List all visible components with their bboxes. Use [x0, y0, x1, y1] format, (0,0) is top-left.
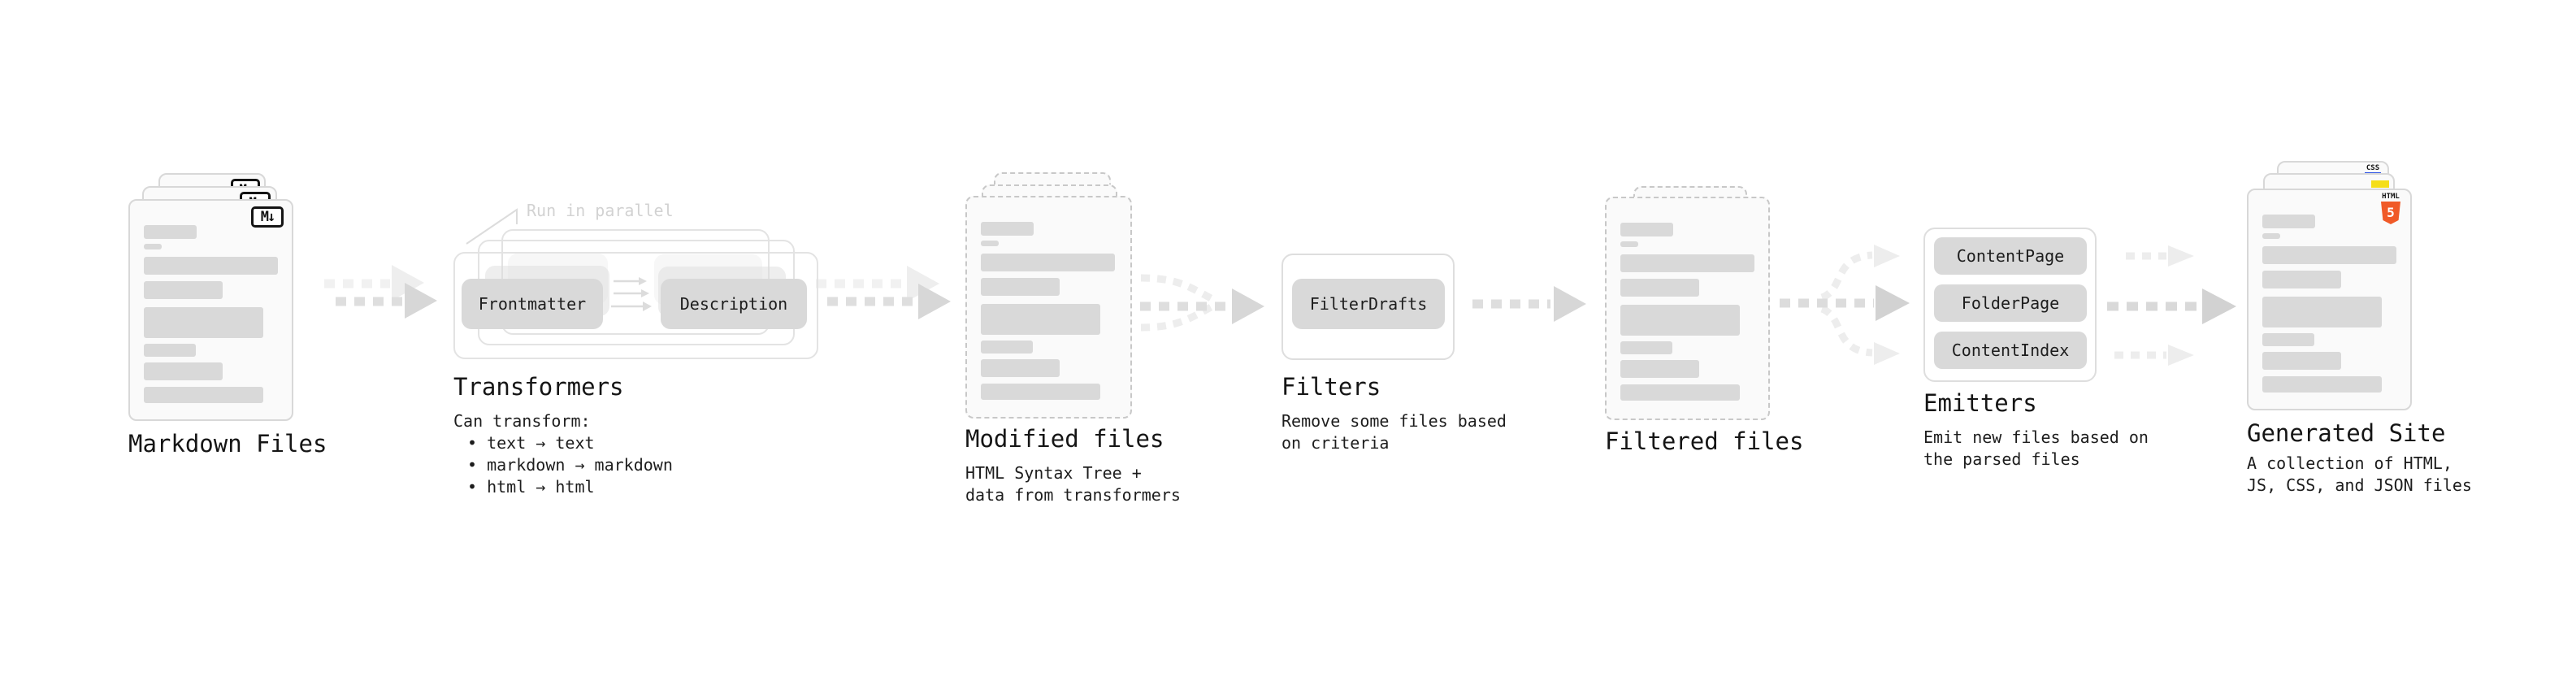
file-card-front: HTML 5	[2247, 189, 2412, 410]
arrow-transformers-to-modified	[816, 266, 951, 319]
desc-line: data from transformers	[965, 485, 1181, 505]
desc-line: • html → html	[467, 477, 595, 497]
desc-line: Remove some files based	[1281, 411, 1507, 431]
desc-line: HTML Syntax Tree +	[965, 463, 1142, 483]
arrow-emitters-to-generated	[2107, 245, 2236, 366]
placeholder-bar	[144, 257, 278, 275]
placeholder-bar	[981, 384, 1100, 400]
stage-title-filters: Filters	[1281, 373, 1381, 401]
placeholder-bar	[981, 254, 1115, 271]
html5-icon: HTML 5	[2379, 193, 2403, 224]
placeholder-bar	[981, 304, 1100, 335]
arrow-modified-to-filters	[1140, 274, 1264, 332]
desc-line: Emit new files based on	[1923, 427, 2149, 447]
placeholder-bar	[981, 222, 1034, 236]
content-index-box: ContentIndex	[1934, 332, 2087, 369]
markdown-icon: M↓	[251, 206, 284, 228]
stage-title-markdown-files: Markdown Files	[128, 430, 327, 458]
placeholder-bar	[1620, 223, 1673, 236]
file-card-front: M↓	[128, 199, 293, 421]
placeholder-bar	[1620, 360, 1699, 378]
transformer-container-front	[453, 252, 818, 359]
folder-page-box: FolderPage	[1934, 284, 2087, 322]
stage-title-filtered-files: Filtered files	[1605, 427, 1804, 455]
description-box: Description	[661, 279, 807, 329]
placeholder-bar	[2262, 271, 2341, 288]
arrow-filters-to-filtered	[1472, 286, 1586, 322]
content-page-box: ContentPage	[1934, 237, 2087, 275]
file-card-front	[1605, 197, 1770, 420]
placeholder-bar	[2262, 297, 2382, 327]
js-icon	[2371, 180, 2389, 188]
placeholder-bar	[144, 387, 263, 403]
file-card-front	[965, 196, 1132, 419]
placeholder-bar	[2262, 215, 2315, 228]
desc-line: Can transform:	[453, 411, 591, 431]
stage-desc-modified-files: HTML Syntax Tree + data from transformer…	[965, 462, 1181, 506]
stage-desc-transformers: Can transform: • text → text • markdown …	[453, 410, 673, 498]
placeholder-bar	[981, 359, 1060, 377]
placeholder-bar	[2262, 246, 2396, 264]
stage-title-transformers: Transformers	[453, 373, 624, 401]
stage-desc-generated-site: A collection of HTML, JS, CSS, and JSON …	[2247, 453, 2472, 497]
placeholder-bar	[1620, 341, 1672, 354]
desc-line: JS, CSS, and JSON files	[2247, 475, 2472, 495]
placeholder-bar	[981, 278, 1060, 296]
placeholder-bar	[2262, 233, 2280, 239]
placeholder-bar	[1620, 279, 1699, 297]
stage-title-emitters: Emitters	[1923, 389, 2037, 417]
filter-drafts-box: FilterDrafts	[1292, 279, 1445, 329]
desc-line: • markdown → markdown	[467, 455, 673, 475]
stage-title-modified-files: Modified files	[965, 425, 1164, 453]
placeholder-bar	[144, 225, 197, 239]
arrow-markdown-to-transformers	[324, 265, 437, 319]
desc-line: on criteria	[1281, 433, 1390, 453]
placeholder-bar	[144, 244, 162, 249]
emitters-container	[1923, 228, 2097, 382]
placeholder-bar	[1620, 384, 1740, 401]
placeholder-bar	[144, 307, 263, 338]
stage-title-generated-site: Generated Site	[2247, 419, 2446, 447]
desc-line: A collection of HTML,	[2247, 453, 2452, 473]
desc-line: the parsed files	[1923, 449, 2080, 469]
arrow-filtered-to-emitters	[1780, 245, 1910, 365]
placeholder-bar	[2262, 333, 2314, 346]
placeholder-bar	[144, 281, 223, 299]
filters-container	[1281, 254, 1455, 360]
run-in-parallel-label: Run in parallel	[527, 201, 674, 220]
desc-line: • text → text	[467, 433, 595, 453]
placeholder-bar	[144, 362, 223, 380]
placeholder-bar	[981, 241, 999, 246]
placeholder-bar	[1620, 254, 1754, 272]
placeholder-bar	[1620, 241, 1638, 247]
placeholder-bar	[1620, 305, 1740, 336]
placeholder-bar	[2262, 376, 2382, 393]
placeholder-bar	[981, 340, 1033, 354]
stage-desc-filters: Remove some files based on criteria	[1281, 410, 1507, 454]
stage-desc-emitters: Emit new files based on the parsed files	[1923, 427, 2149, 471]
placeholder-bar	[144, 344, 196, 357]
frontmatter-box: Frontmatter	[462, 279, 603, 329]
placeholder-bar	[2262, 352, 2341, 370]
